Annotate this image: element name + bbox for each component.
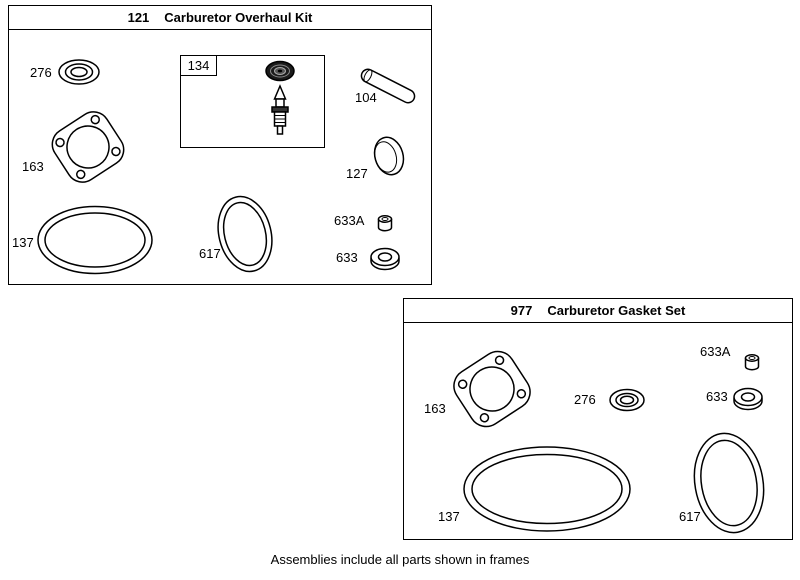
- overhaul-kit-title-text: Carburetor Overhaul Kit: [164, 10, 313, 25]
- overhaul-kit-title: 121 Carburetor Overhaul Kit: [9, 6, 431, 30]
- oring-617-drawing-2: [693, 432, 765, 534]
- pin-104-drawing: [360, 68, 416, 104]
- bushing-633a-drawing: [377, 215, 393, 232]
- part-label-137-2: 137: [438, 509, 460, 524]
- gasket-set-title-text: Carburetor Gasket Set: [547, 303, 686, 318]
- part-label-127: 127: [346, 166, 368, 181]
- part-label-633: 633: [336, 250, 358, 265]
- overhaul-kit-frame: 121 Carburetor Overhaul Kit: [8, 5, 432, 285]
- diagram-caption: Assemblies include all parts shown in fr…: [270, 552, 530, 567]
- gasket-set-frame: 977 Carburetor Gasket Set: [403, 298, 793, 540]
- needle-valve-134-drawing: [265, 60, 295, 135]
- washer-276-drawing: [58, 59, 100, 85]
- gasket-set-title: 977 Carburetor Gasket Set: [404, 299, 792, 323]
- seal-633-drawing: [370, 247, 400, 271]
- part-label-633-2: 633: [706, 389, 728, 404]
- bushing-633a-drawing-2: [744, 354, 760, 371]
- gasket-set-number: 977: [510, 303, 533, 318]
- part-label-276: 276: [30, 65, 52, 80]
- gasket-163-drawing-2: [453, 350, 531, 428]
- part-label-104: 104: [355, 90, 377, 105]
- part-label-163-2: 163: [424, 401, 446, 416]
- part-label-633a-2: 633A: [700, 344, 731, 359]
- gasket-163-drawing: [51, 111, 125, 183]
- washer-276-drawing-2: [609, 388, 645, 412]
- part-label-617-2: 617: [679, 509, 701, 524]
- oring-137-drawing: [37, 205, 153, 275]
- part-label-137: 137: [12, 235, 34, 250]
- part-label-276-2: 276: [574, 392, 596, 407]
- needle-valve-inner-frame: 134: [180, 55, 325, 148]
- seal-633-drawing-2: [733, 387, 763, 411]
- overhaul-kit-number: 121: [127, 10, 150, 25]
- oring-617-drawing: [217, 195, 273, 273]
- oring-137-drawing-2: [463, 446, 631, 532]
- inner-frame-number: 134: [181, 56, 217, 76]
- part-label-163: 163: [22, 159, 44, 174]
- cup-127-drawing: [373, 136, 405, 176]
- part-label-633a: 633A: [334, 213, 365, 228]
- part-label-617: 617: [199, 246, 221, 261]
